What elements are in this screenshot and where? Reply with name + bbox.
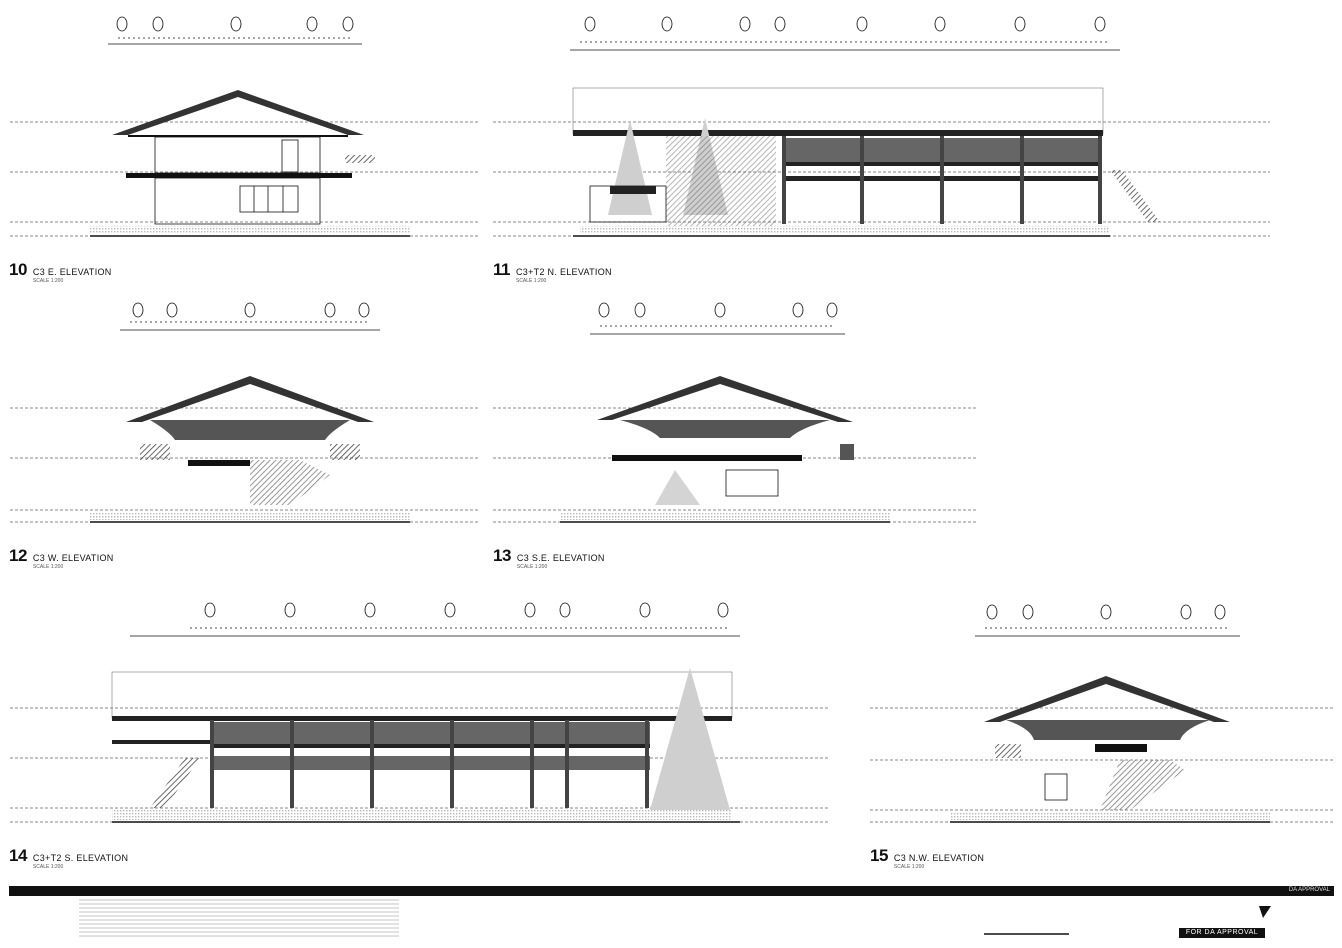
elevation-13 <box>493 302 978 523</box>
view-title: C3+T2 S. ELEVATION <box>32 853 129 863</box>
title-block-lines <box>79 899 1271 937</box>
elevation-11 <box>493 16 1270 237</box>
view-number: 14 <box>9 846 27 865</box>
roof <box>112 90 364 135</box>
view-label-11: 11 C3+T2 N. ELEVATION SCALE 1:200 <box>493 260 612 286</box>
view-title: C3 N.W. ELEVATION <box>893 853 985 863</box>
view-label-12: 12 C3 W. ELEVATION SCALE 1:200 <box>9 546 114 572</box>
view-scale: SCALE 1:200 <box>516 564 548 570</box>
view-label-13: 13 C3 S.E. ELEVATION SCALE 1:200 <box>493 546 605 572</box>
approval-status: DA APPROVAL <box>1288 887 1330 893</box>
elevation-12 <box>10 302 478 523</box>
view-title: C3 E. ELEVATION <box>32 267 112 277</box>
view-title: C3 S.E. ELEVATION <box>516 553 605 563</box>
view-number: 12 <box>9 546 27 565</box>
view-scale: SCALE 1:200 <box>515 278 547 284</box>
view-title: C3+T2 N. ELEVATION <box>515 267 612 277</box>
view-scale: SCALE 1:200 <box>32 564 64 570</box>
title-block: DA APPROVAL FOR DA APPROVAL <box>9 886 1334 944</box>
elevation-14 <box>10 602 830 823</box>
elevation-10 <box>10 16 480 237</box>
view-label-10: 10 C3 E. ELEVATION SCALE 1:200 <box>9 260 112 286</box>
elevation-15 <box>870 604 1335 823</box>
view-number: 13 <box>493 546 511 565</box>
view-label-15: 15 C3 N.W. ELEVATION SCALE 1:200 <box>870 846 984 872</box>
view-title: C3 W. ELEVATION <box>32 553 114 563</box>
view-scale: SCALE 1:200 <box>32 278 64 284</box>
view-label-14: 14 C3+T2 S. ELEVATION SCALE 1:200 <box>9 846 128 872</box>
view-scale: SCALE 1:200 <box>32 864 64 870</box>
view-scale: SCALE 1:200 <box>893 864 925 870</box>
view-number: 10 <box>9 260 27 279</box>
for-approval-stamp: FOR DA APPROVAL <box>1179 928 1265 938</box>
view-number: 11 <box>493 260 510 279</box>
view-number: 15 <box>870 846 888 865</box>
title-block-bar: DA APPROVAL <box>9 886 1334 896</box>
grid-bubbles <box>108 16 362 45</box>
level-lines <box>10 121 480 237</box>
